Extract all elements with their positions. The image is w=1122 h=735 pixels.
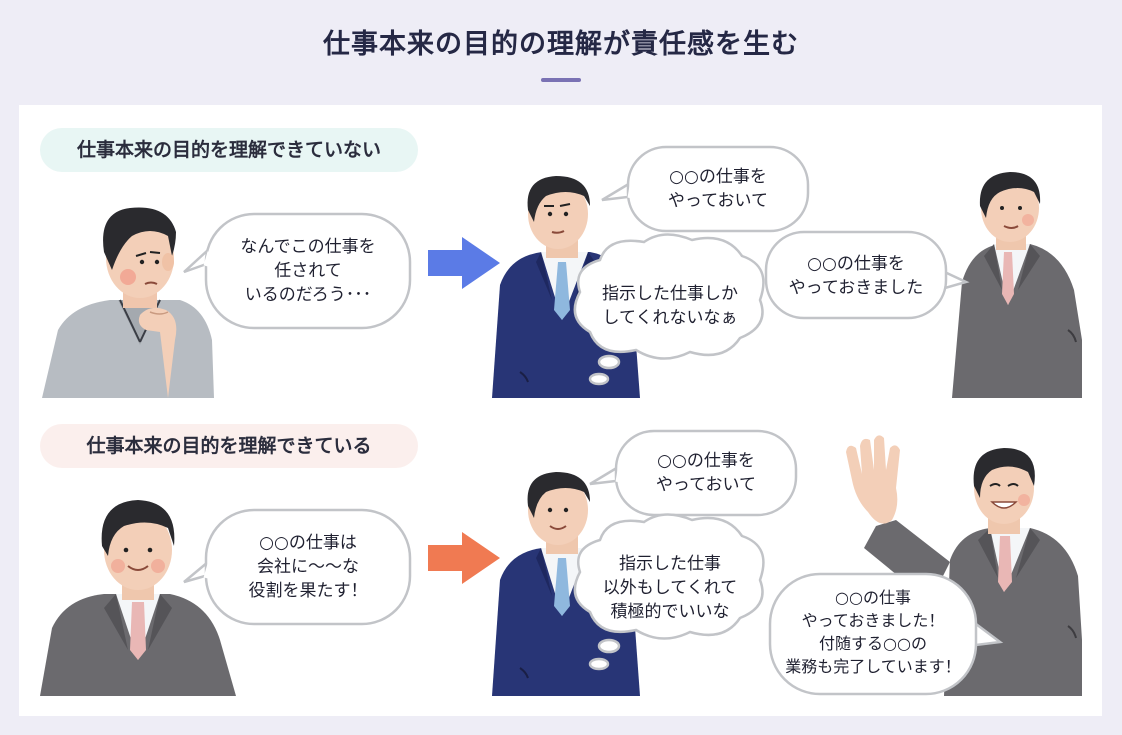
speech-bubble-icon [183, 508, 412, 626]
manager-thought-bottom: 指示した仕事 以外もしてくれて 積極的でいいな [602, 554, 738, 622]
employee-thought-top: なんでこの仕事を 任されて いるのだろう･･･ [240, 237, 376, 305]
right-arrow-icon [428, 237, 500, 289]
manager-thought-top: 指示した仕事しか してくれないなぁ [602, 284, 738, 328]
manager-request-bottom: ○○の仕事を やっておいて [655, 451, 757, 495]
section-label-understanding: 仕事本来の目的を理解できている [40, 424, 418, 468]
title-underline [541, 78, 581, 82]
speech-bubble-icon [183, 212, 412, 330]
subordinate-figure-top [952, 172, 1082, 398]
speech-bubble-icon [764, 230, 970, 320]
speech-bubble-icon [601, 145, 810, 233]
thought-bubble-icon [573, 513, 765, 671]
subordinate-figure-bottom [846, 435, 1082, 696]
page-title: 仕事本来の目的の理解が責任感を生む [323, 29, 799, 60]
worried-employee-figure [42, 207, 214, 398]
manager-request-top: ○○の仕事を やっておいて [667, 167, 769, 211]
subordinate-reply-bottom: ○○の仕事 やっておきました！ 付随する○○の 業務も完了しています！ [785, 588, 961, 676]
employee-thought-bottom: ○○の仕事は 会社に〜〜な 役割を果たす！ [248, 533, 368, 601]
subordinate-reply-top: ○○の仕事を やっておきました [788, 254, 924, 298]
motivated-employee-figure [40, 500, 236, 696]
section-label-not-understanding: 仕事本来の目的を理解できていない [40, 128, 418, 172]
right-arrow-icon [428, 532, 500, 584]
speech-bubble-icon [589, 429, 798, 517]
thought-bubble-icon [573, 233, 765, 386]
speech-bubble-icon [768, 572, 1004, 696]
